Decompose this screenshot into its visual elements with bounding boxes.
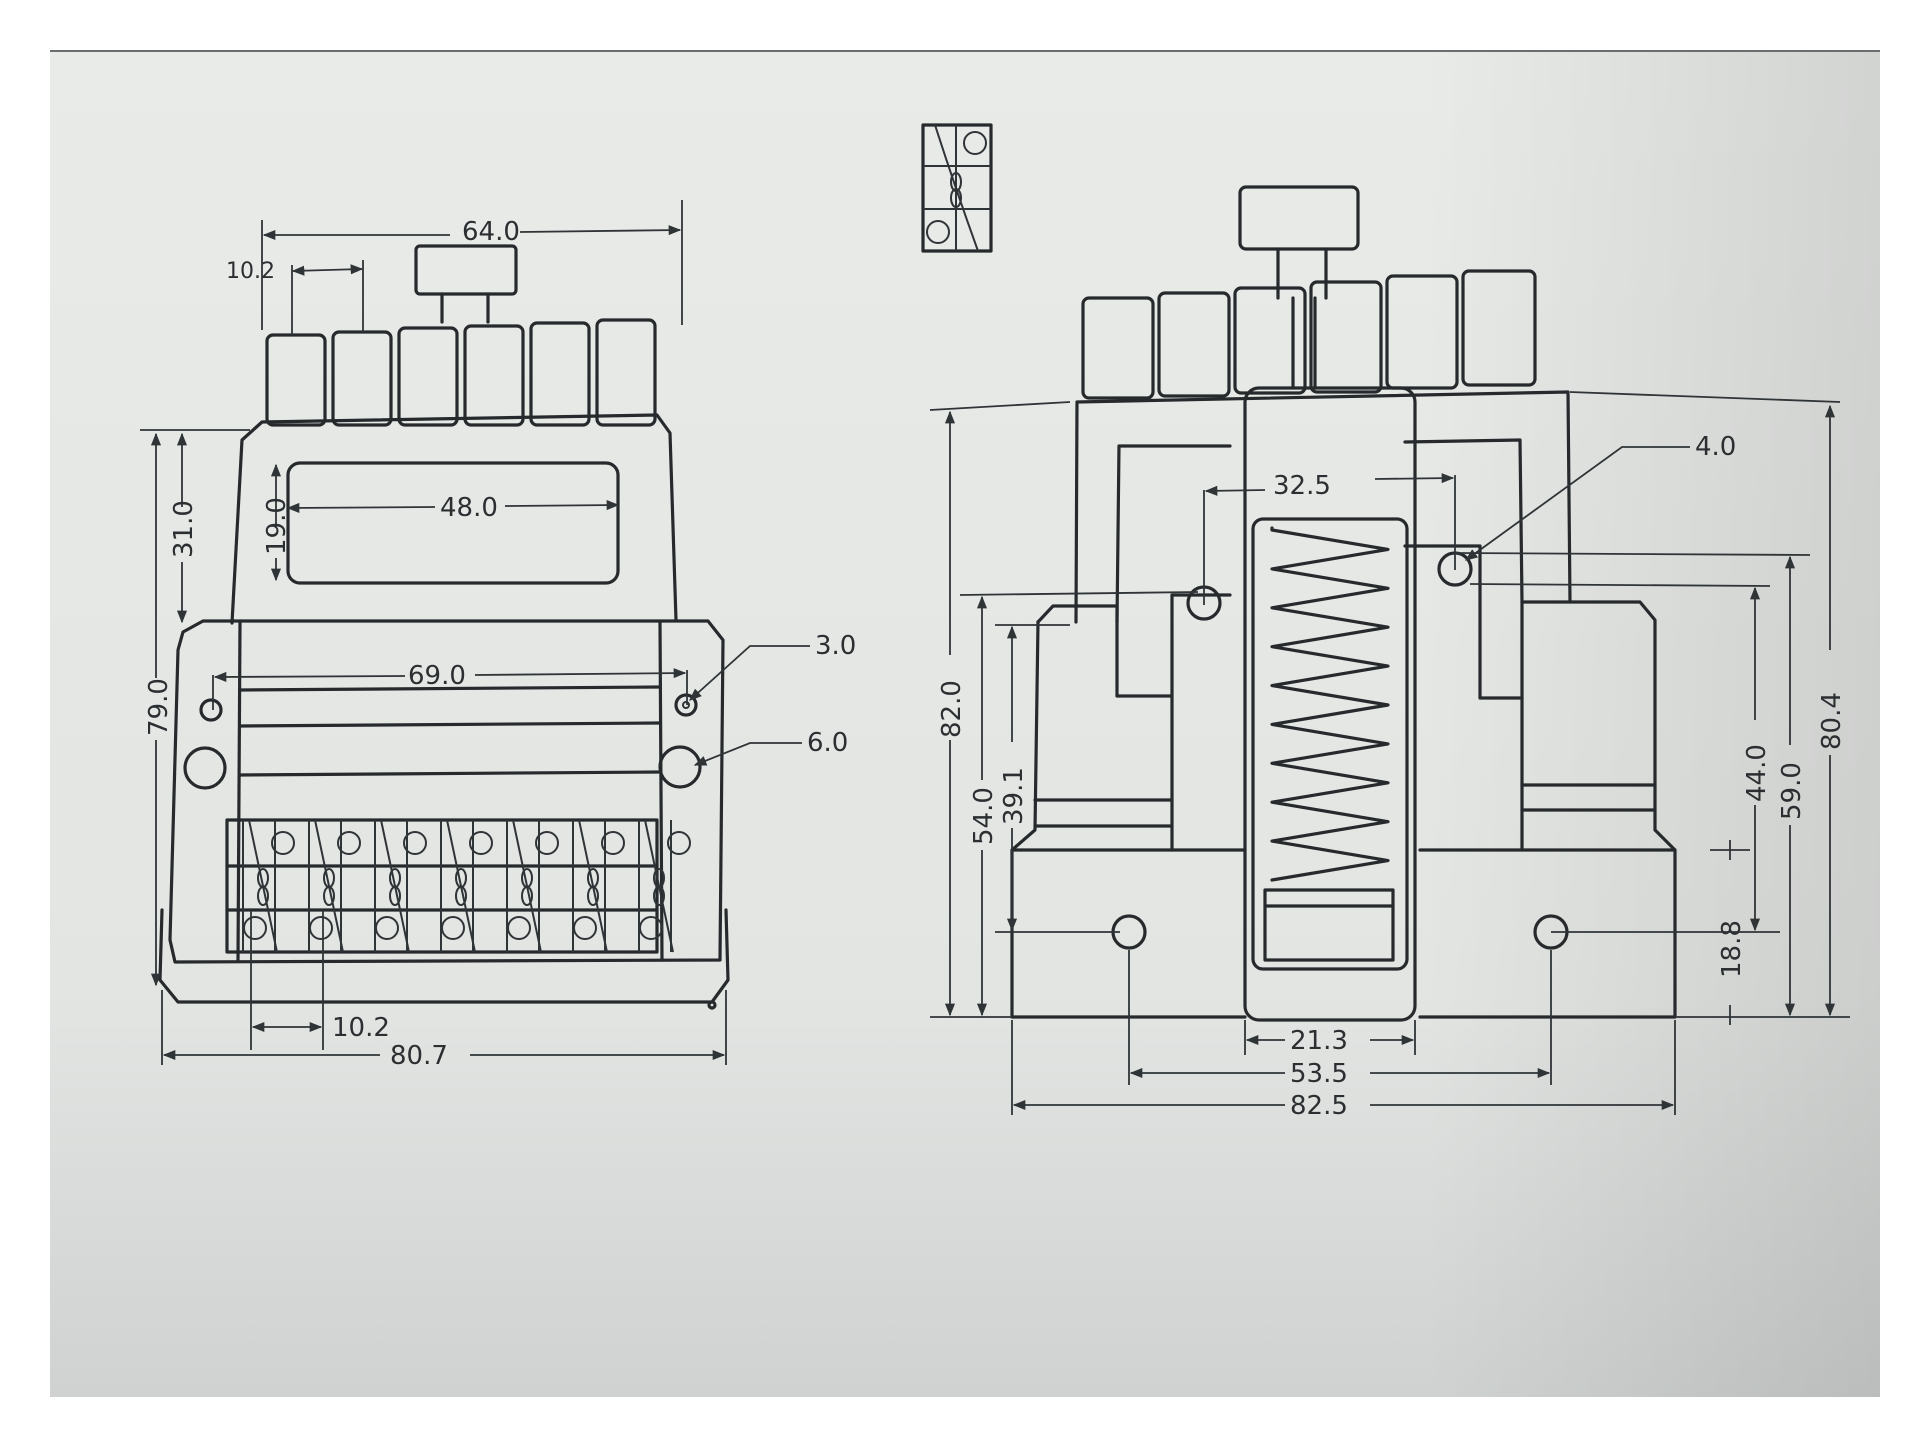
dim-side-overall-height: 82.0 — [937, 680, 967, 738]
dim-side-height-54: 54.0 — [969, 787, 999, 845]
dim-side-hole-dia: 4.0 — [1695, 432, 1736, 462]
left-jaw — [1036, 593, 1232, 698]
dim-side-overall-width: 82.5 — [1290, 1091, 1348, 1121]
dim-side-right-44: 44.0 — [1742, 744, 1772, 802]
dim-front-small-hole: 3.0 — [815, 631, 856, 661]
dim-front-upper-height: 31.0 — [169, 500, 199, 558]
dim-front-large-hole: 6.0 — [807, 728, 848, 758]
mini-terminal-icon — [921, 123, 993, 253]
dim-side-height-39: 39.1 — [999, 767, 1029, 825]
dimension-lines — [140, 200, 1850, 1115]
dim-side-hole-spacing-upper: 32.5 — [1273, 471, 1331, 501]
front-view — [158, 244, 730, 1010]
dim-side-hole-spacing-lower: 53.5 — [1290, 1059, 1348, 1089]
front-hole-large-left — [183, 746, 227, 790]
dim-front-window-width: 48.0 — [440, 493, 498, 523]
upper-housing — [230, 413, 678, 625]
dim-side-right-59: 59.0 — [1777, 762, 1807, 820]
spring-housing — [1243, 386, 1417, 1022]
dim-front-key-pitch: 10.2 — [226, 259, 275, 284]
right-jaw — [1403, 544, 1677, 1019]
dim-front-pin-pitch: 10.2 — [332, 1013, 390, 1043]
dim-front-window-height: 19.0 — [262, 497, 292, 555]
front-hole-large-right — [658, 745, 702, 789]
key-row — [265, 318, 657, 427]
dim-side-right-total: 80.4 — [1817, 692, 1847, 750]
dimension-labels: 64.0 10.2 48.0 19.0 31.0 79.0 69.0 3.0 6… — [144, 217, 1847, 1121]
dim-front-hole-spacing: 69.0 — [408, 661, 466, 691]
compression-spring — [1270, 526, 1390, 882]
terminal-block — [225, 818, 691, 954]
lower-body — [168, 619, 725, 964]
dim-front-overall-height: 79.0 — [144, 678, 174, 736]
dim-side-right-18: 18.8 — [1717, 920, 1747, 978]
display-window — [286, 461, 620, 585]
front-hole-small-left — [199, 698, 223, 722]
front-hole-small-right — [674, 693, 698, 717]
drawing-sheet: 64.0 10.2 48.0 19.0 31.0 79.0 69.0 3.0 6… — [50, 50, 1880, 1397]
dim-front-overall-width: 80.7 — [390, 1041, 448, 1071]
dim-side-inner-width: 21.3 — [1290, 1026, 1348, 1056]
dim-front-top-width: 64.0 — [462, 217, 520, 247]
side-key-row — [1081, 269, 1537, 400]
